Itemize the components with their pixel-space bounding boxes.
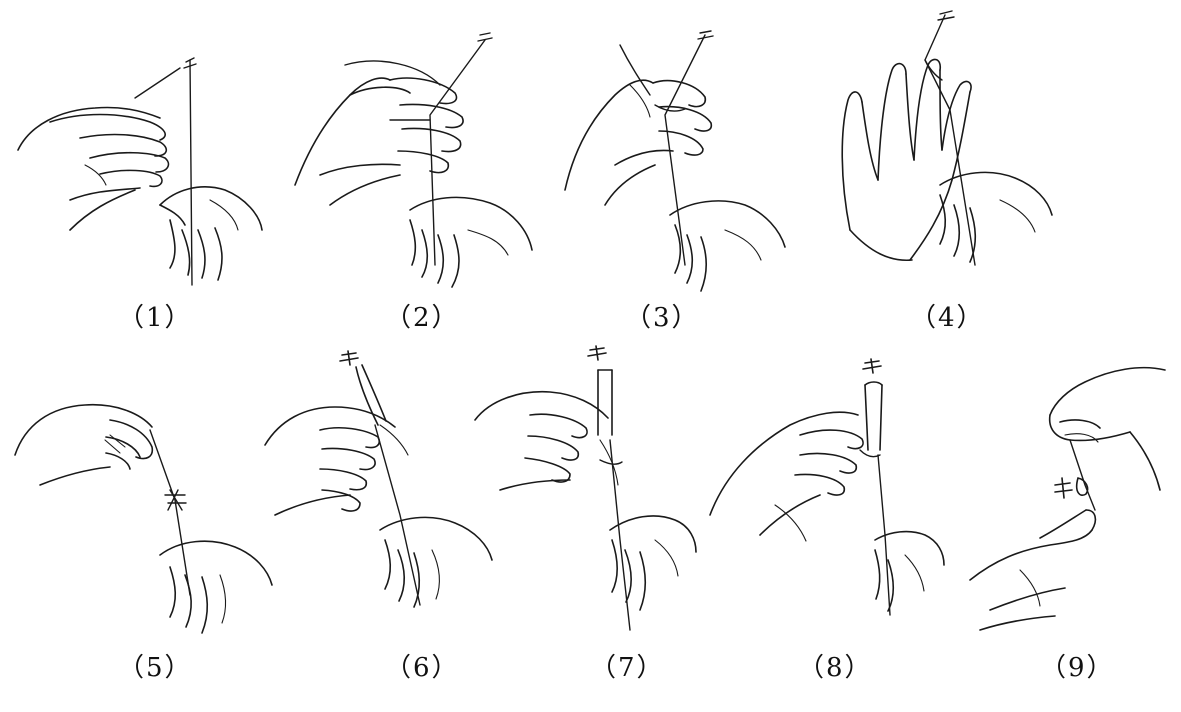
step-9-illustration — [960, 360, 1175, 640]
step-6-caption: （6） — [385, 653, 460, 683]
step-7-illustration — [470, 340, 700, 640]
step-2-illustration — [290, 25, 540, 300]
step-4-illustration — [830, 0, 1060, 290]
step-3-illustration — [555, 25, 795, 305]
step-5-illustration — [10, 395, 280, 640]
step-9-caption: （9） — [1040, 653, 1115, 683]
step-2-caption: （2） — [385, 303, 460, 333]
step-9-hands-drawing — [969, 366, 1166, 631]
step-1-hands-drawing — [17, 57, 263, 286]
step-1-illustration — [10, 40, 270, 295]
step-3-caption: （3） — [625, 303, 700, 333]
step-8-hands-drawing — [709, 358, 945, 616]
step-7-caption: （7） — [590, 653, 665, 683]
step-1-caption: （1） — [118, 303, 193, 333]
step-4-caption: （4） — [910, 303, 985, 333]
step-3-hands-drawing — [564, 30, 786, 292]
step-6-illustration — [260, 345, 500, 635]
step-2-hands-drawing — [294, 32, 533, 288]
step-8-illustration — [700, 355, 950, 625]
step-8-caption: （8） — [798, 653, 873, 683]
step-7-hands-drawing — [474, 345, 697, 631]
step-5-caption: （5） — [118, 653, 193, 683]
step-4-hands-drawing — [841, 10, 1053, 266]
step-5-hands-drawing — [14, 403, 273, 634]
step-6-hands-drawing — [264, 350, 493, 608]
